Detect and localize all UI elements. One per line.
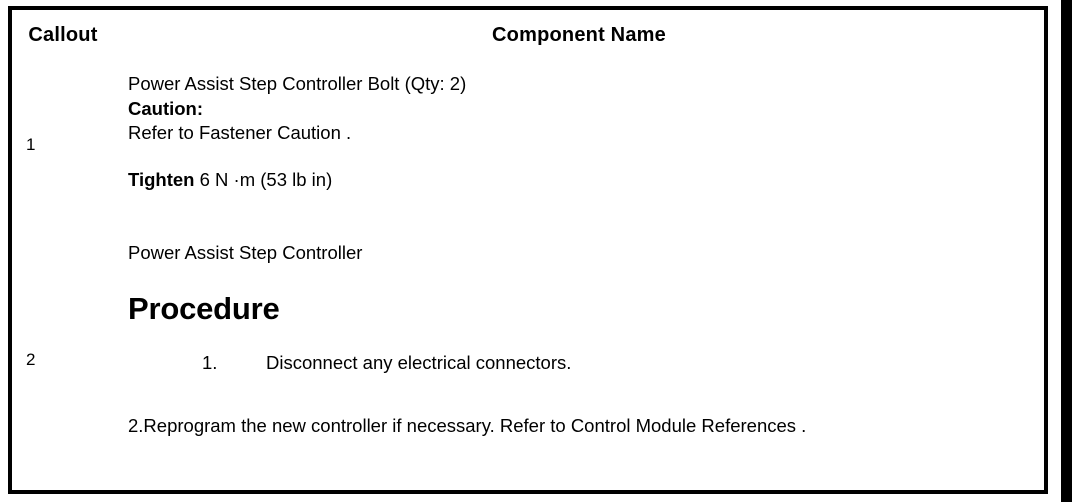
component-title: Power Assist Step Controller	[128, 242, 363, 264]
caution-text: Refer to Fastener Caution .	[128, 122, 352, 144]
spacer	[128, 376, 1030, 398]
table-row: 2 Power Assist Step Controller Procedure…	[12, 229, 1044, 490]
spacer	[128, 329, 1030, 351]
spacer	[128, 146, 1030, 168]
table-header: Callout Component Name	[12, 10, 1044, 60]
procedure-step-list: 1. Disconnect any electrical connectors.	[128, 351, 1030, 376]
callout-number: 1	[26, 134, 36, 154]
tighten-spec: Tighten 6 N ·m (53 lb in)	[128, 168, 1030, 193]
spacer	[128, 398, 1030, 414]
column-header-component-name: Component Name	[492, 23, 666, 46]
spacer	[128, 266, 1030, 288]
step-number: 1.	[202, 352, 218, 374]
step-text: Disconnect any electrical connectors.	[266, 352, 572, 374]
list-item: 1. Disconnect any electrical connectors.	[128, 351, 1030, 376]
table-header-row: Callout Component Name	[12, 10, 1044, 60]
table-body: 1 Power Assist Step Controller Bolt (Qty…	[12, 60, 1044, 490]
caution-label: Caution:	[128, 97, 204, 119]
component-table-frame: Callout Component Name 1 Power Assist St…	[8, 6, 1048, 494]
component-description-cell: Power Assist Step Controller Bolt (Qty: …	[114, 60, 1044, 229]
component-description-cell: Power Assist Step Controller Procedure 1…	[114, 229, 1044, 490]
tighten-label: Tighten	[128, 168, 195, 190]
component-title: Power Assist Step Controller Bolt (Qty: …	[128, 73, 467, 94]
page-edge-bar	[1061, 0, 1072, 502]
callout-number: 2	[26, 349, 36, 369]
component-table: Callout Component Name 1 Power Assist St…	[12, 10, 1044, 490]
procedure-heading: Procedure	[128, 291, 280, 326]
step-text: 2.Reprogram the new controller if necess…	[128, 414, 807, 436]
table-row: 1 Power Assist Step Controller Bolt (Qty…	[12, 60, 1044, 229]
tighten-value: 6 N ·m (53 lb in)	[199, 168, 333, 190]
column-header-callout: Callout	[28, 23, 98, 46]
